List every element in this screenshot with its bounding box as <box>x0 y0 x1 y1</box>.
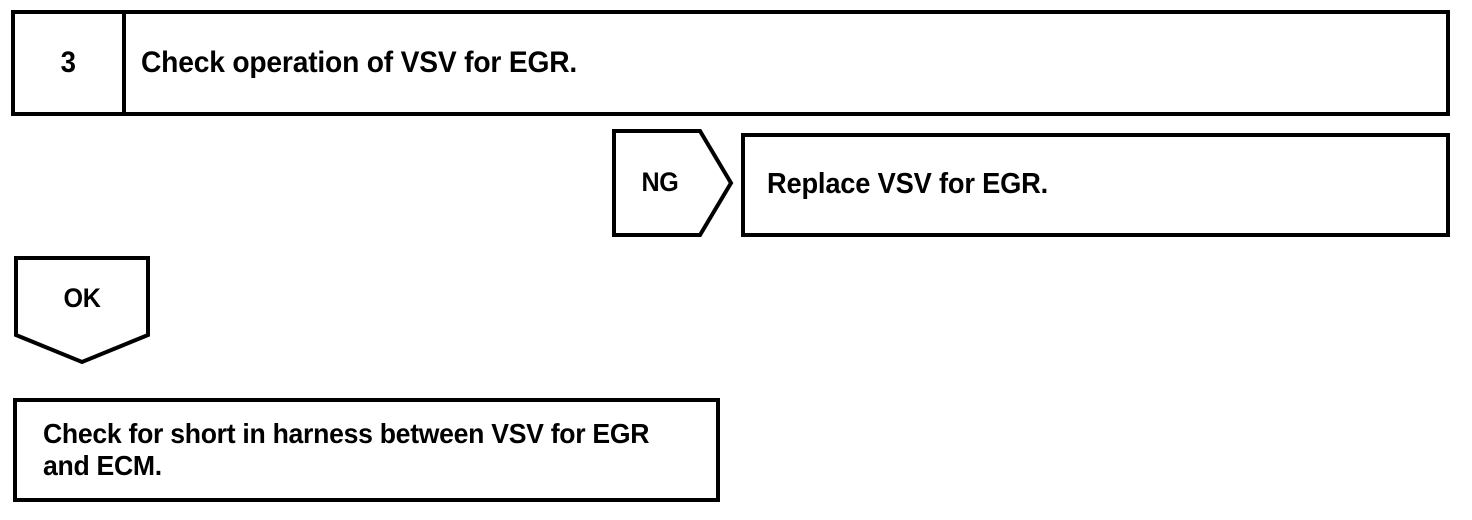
step-instruction-cell: Check operation of VSV for EGR. <box>126 14 1446 112</box>
branch-label-ok: OK <box>63 283 101 313</box>
step-number: 3 <box>60 46 77 79</box>
action-text-replace: Replace VSV for EGR. <box>767 168 1049 201</box>
branch-label-ng: NG <box>641 167 679 197</box>
branch-arrow-ok: OK <box>14 256 150 365</box>
step-instruction-text: Check operation of VSV for EGR. <box>141 46 578 80</box>
action-box-check-short: Check for short in harness between VSV f… <box>13 398 720 502</box>
branch-arrow-ng: NG <box>612 129 734 237</box>
action-text-check-short: Check for short in harness between VSV f… <box>43 417 650 481</box>
step-number-cell: 3 <box>15 14 126 112</box>
step-box: 3 Check operation of VSV for EGR. <box>11 10 1450 116</box>
branch-arrow-ng-shape <box>612 129 734 237</box>
action-box-replace: Replace VSV for EGR. <box>741 133 1450 237</box>
branch-arrow-ok-shape <box>14 256 150 365</box>
